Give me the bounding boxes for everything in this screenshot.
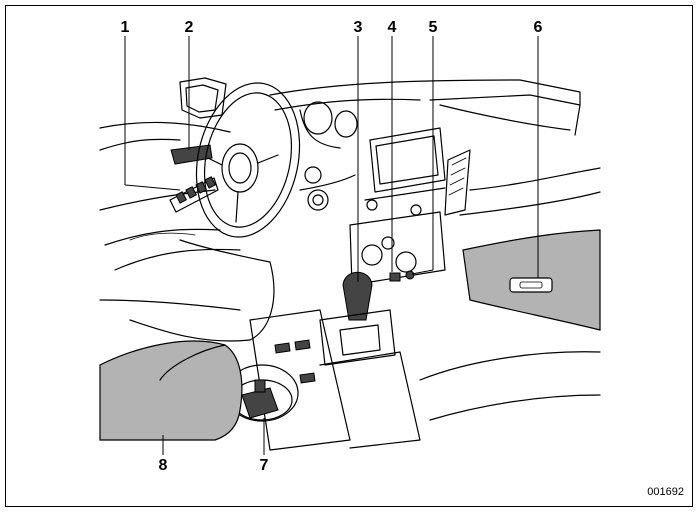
dashboard [269,79,601,216]
climate-controls [349,211,446,286]
callout-5: 5 [428,19,438,36]
steering-wheel [195,82,301,238]
inner-door-handle [170,144,213,165]
callout-4: 4 [387,19,397,36]
driver-seat [99,239,275,342]
figure-code: 001692 [647,486,684,498]
callout-2: 2 [184,19,194,36]
armrest [99,340,243,441]
door-panel [99,121,241,271]
center-console [249,309,421,451]
callout-6: 6 [533,19,543,36]
callout-8: 8 [158,457,168,474]
power-window-switches [169,176,219,213]
side-mirror [179,77,227,119]
callout-3: 3 [353,19,363,36]
callout-leaders [124,36,539,455]
callout-7: 7 [259,457,269,474]
console-compartment [225,364,299,422]
passenger-seat [419,351,601,381]
shift-lever [319,271,396,366]
callout-1: 1 [120,19,130,36]
air-vent [444,149,471,216]
